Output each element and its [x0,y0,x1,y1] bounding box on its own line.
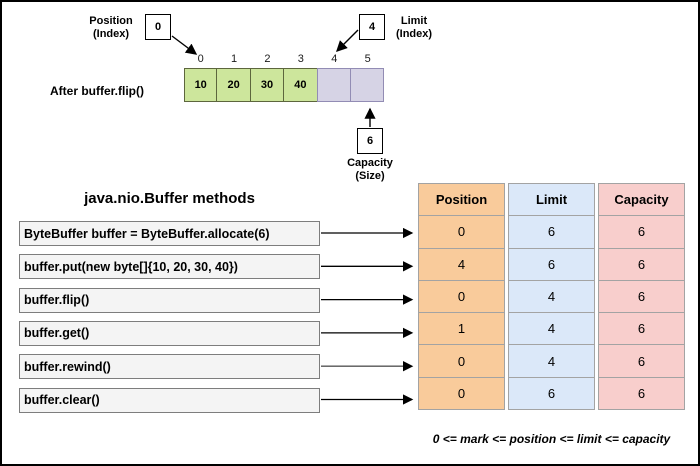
buffer-state-label: After buffer.flip() [50,84,144,98]
buffer-cell-value: 30 [249,68,285,102]
buffer-cell-4: 4 [316,53,351,102]
table-column-limit: Limit 6 6 4 4 4 6 [508,183,595,411]
table-cell: 6 [598,279,685,314]
invariant-note: 0 <= mark <= position <= limit <= capaci… [432,432,671,446]
buffer-cell-value: 40 [283,68,318,102]
buffer-cell-1: 1 20 [216,53,251,102]
method-box-flip: buffer.flip() [19,287,320,313]
buffer-cell-2: 2 30 [249,53,285,102]
table-cell: 4 [508,312,595,346]
table-cell: 4 [508,344,595,378]
buffer-cell-value [349,68,385,102]
position-arrow [171,35,198,55]
position-index-box: 0 [145,14,171,40]
table-cell: 6 [508,247,595,281]
buffer-index-label: 3 [297,53,304,65]
table-cell: 6 [508,376,595,411]
table-column-position: Position 0 4 0 1 0 0 [418,183,505,411]
table-header-limit: Limit [508,183,595,217]
table-header-capacity: Capacity [598,183,685,217]
capacity-index-box: 6 [357,128,383,154]
table-cell: 4 [418,247,505,281]
buffer-cell-value [316,68,351,102]
table-cell: 6 [598,247,685,281]
limit-arrow [336,29,359,52]
buffer-cell-value: 20 [216,68,251,102]
buffer-index-label: 4 [331,53,338,65]
table-cell: 1 [418,312,505,346]
table-cell: 6 [508,215,595,249]
method-box-get: buffer.get() [19,320,320,346]
table-cell: 0 [418,215,505,249]
capacity-label: Capacity (Size) [347,157,393,182]
table-cell: 6 [598,215,685,249]
table-cell: 4 [508,279,595,314]
byte-buffer-strip: 0 10 1 20 2 30 3 40 4 5 [184,53,385,102]
buffer-index-label: 0 [197,53,204,65]
table-header-position: Position [418,183,505,217]
table-cell: 0 [418,376,505,411]
table-cell: 6 [598,376,685,411]
method-box-clear: buffer.clear() [19,387,320,413]
limit-label: Limit (Index) [395,15,433,40]
buffer-cell-0: 0 10 [184,53,218,102]
buffer-cell-value: 10 [184,68,218,102]
method-box-allocate: ByteBuffer buffer = ByteBuffer.allocate(… [19,221,320,246]
table-cell: 6 [598,344,685,378]
method-box-rewind: buffer.rewind() [19,354,320,380]
buffer-index-label: 1 [231,53,238,65]
methods-section-title: java.nio.Buffer methods [84,190,255,207]
buffer-state-table: Position 0 4 0 1 0 0 Limit 6 6 4 4 4 6 C… [418,183,685,411]
method-box-put: buffer.put(new byte[]{10, 20, 30, 40}) [19,254,320,280]
table-cell: 6 [598,312,685,346]
table-cell: 0 [418,279,505,314]
buffer-index-label: 5 [364,53,371,65]
position-label: Position (Index) [89,15,133,40]
buffer-index-label: 2 [264,53,271,65]
buffer-cell-3: 3 40 [283,53,318,102]
limit-index-box: 4 [359,14,385,40]
table-column-capacity: Capacity 6 6 6 6 6 6 [598,183,685,411]
buffer-cell-5: 5 [349,53,385,102]
table-cell: 0 [418,344,505,378]
